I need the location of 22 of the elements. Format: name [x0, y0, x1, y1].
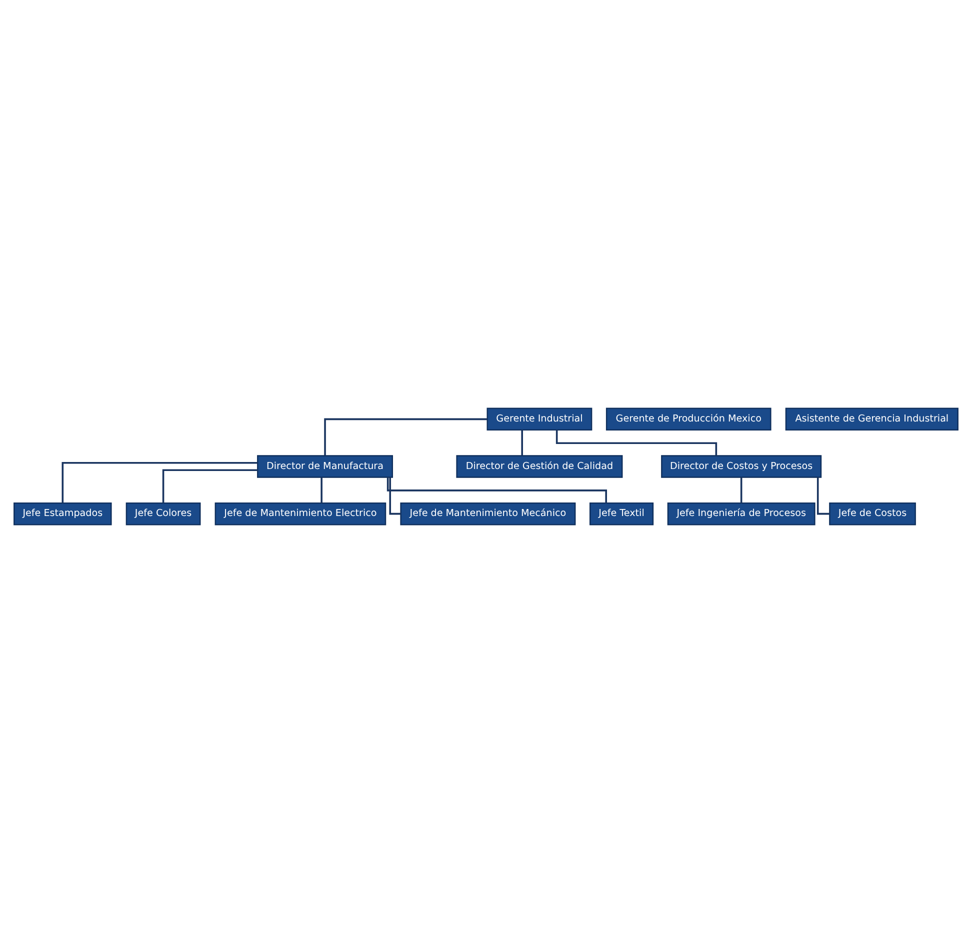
connector — [162, 468, 258, 503]
node-box: Gerente de Producción Mexico — [605, 407, 771, 430]
node-box: Gerente Industrial — [486, 407, 592, 430]
node-box: Jefe Colores — [125, 502, 200, 525]
node-box: Director de Gestión de Calidad — [456, 454, 622, 478]
node-box: Director de Manufactura — [256, 454, 392, 478]
node-box: Jefe Ingeniería de Procesos — [666, 502, 815, 525]
connector — [61, 462, 258, 503]
connector — [740, 476, 742, 502]
node-box: Jefe de Mantenimiento Electrico — [214, 502, 386, 525]
connector — [816, 476, 829, 514]
node-box: Jefe de Costos — [828, 502, 916, 525]
node-box: Jefe Textil — [588, 502, 654, 525]
connector — [386, 476, 606, 502]
node-box: Asistente de Gerencia Industrial — [784, 407, 958, 430]
connector — [520, 430, 522, 456]
node-box: Director de Costos y Procesos — [660, 454, 822, 478]
node-box: Jefe Estampados — [13, 502, 112, 525]
connector — [388, 476, 400, 514]
node-box: Jefe de Mantenimiento Mecánico — [400, 502, 576, 525]
connector — [324, 418, 487, 456]
connector — [320, 476, 322, 502]
